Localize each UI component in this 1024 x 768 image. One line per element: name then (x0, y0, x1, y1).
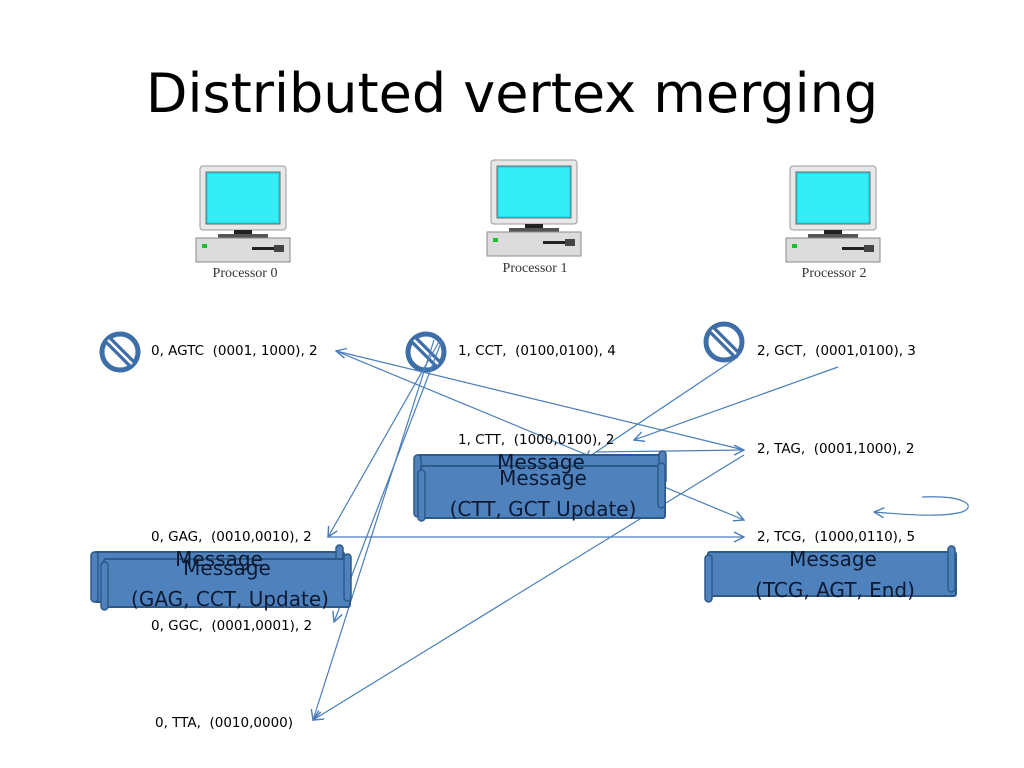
arrow (634, 366, 839, 440)
message-right-line2: (TCG, AGT, End) (755, 578, 915, 602)
message-scroll-right (704, 545, 957, 603)
arrow (328, 339, 441, 537)
vertex-label-ggc: 0, GGC, (0001,0001), 2 (151, 618, 313, 634)
arrow (334, 339, 443, 622)
vertex-label-ctt: 1, CTT, (1000,0100), 2 (458, 432, 615, 448)
message-center-back-label: Message (497, 450, 585, 474)
processor-0-label: Processor 0 (212, 266, 278, 281)
vertex-label-gag: 0, GAG, (0010,0010), 2 (151, 529, 312, 545)
vertex-label-tcg: 2, TCG, (1000,0110), 5 (757, 529, 916, 545)
arrow (336, 351, 745, 451)
arrow (313, 454, 745, 720)
slide-title: Distributed vertex merging (145, 62, 879, 125)
arrow (595, 450, 744, 452)
message-center-line1: Message (499, 466, 587, 490)
vertex-label-tta: 0, TTA, (0010,0000) (155, 715, 294, 731)
message-right-line1: Message (789, 547, 877, 571)
arrow (335, 350, 744, 520)
message-center-line2: (CTT, GCT Update) (449, 497, 637, 521)
message-left-back-label: Message (175, 547, 263, 571)
vertex-label-tag: 2, TAG, (0001,1000), 2 (757, 441, 915, 457)
no-entry-icon-p2 (706, 324, 742, 360)
message-scroll-left (100, 553, 352, 611)
vertex-label-cct: 1, CCT, (0100,0100), 4 (458, 343, 616, 359)
self-loop-arrow (874, 496, 969, 515)
arrow (584, 356, 739, 460)
message-scroll-center (417, 462, 666, 522)
processor-1-label: Processor 1 (502, 261, 568, 276)
no-entry-icon-p0 (102, 334, 138, 370)
vertex-label-gct: 2, GCT, (0001,0100), 3 (757, 343, 916, 359)
computer-icon-processor-0 (195, 165, 291, 263)
message-left-line2: (GAG, CCT, Update) (131, 587, 329, 611)
computer-icon-processor-1 (486, 159, 582, 257)
arrow (313, 339, 435, 720)
message-left-line1: Message (183, 556, 271, 580)
processor-2-label: Processor 2 (801, 266, 867, 281)
computer-icon-processor-2 (785, 165, 881, 263)
vertex-label-agtc: 0, AGTC (0001, 1000), 2 (151, 343, 318, 359)
